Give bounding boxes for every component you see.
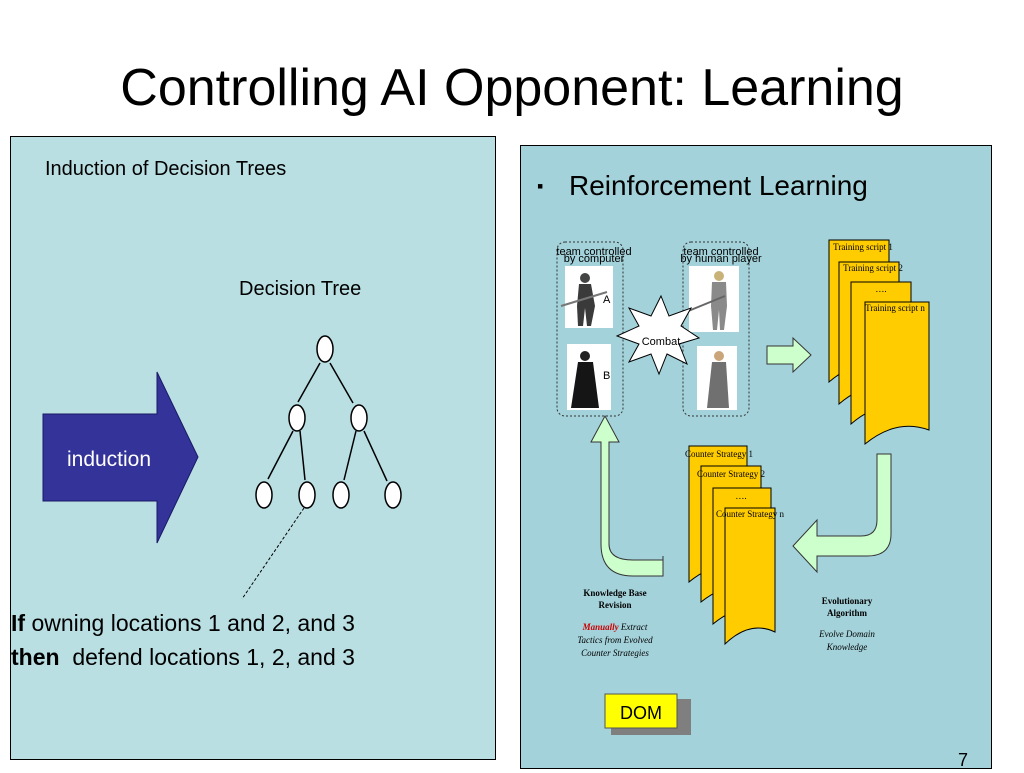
rule-then-keyword: then (11, 644, 60, 670)
kb-desc-emphasis: Manually (582, 622, 620, 632)
decision-tree-label: Decision Tree (239, 278, 361, 300)
tree-edges (241, 362, 388, 600)
tree-leaf-4 (384, 481, 402, 509)
computer-team-group (556, 241, 624, 417)
tree-leaf-3 (332, 481, 350, 509)
rule-if-line: If owning locations 1 and 2, and 3 (11, 610, 355, 636)
training-script-1: Training script 1 (833, 242, 893, 252)
arrow-to-training-scripts (766, 336, 812, 374)
counter-strategies-stack (688, 445, 776, 646)
right-heading: Reinforcement Learning (569, 170, 868, 201)
training-script-ellipsis: …. (875, 284, 886, 294)
reinforcement-learning-diagram: ▪ Reinforcement Learning team controlled… (537, 170, 968, 770)
induction-arrow: induction (42, 371, 199, 544)
right-panel: ▪ Reinforcement Learning team controlled… (520, 145, 992, 770)
tree-node-right (350, 404, 368, 432)
training-script-2: Training script 2 (843, 263, 903, 273)
kb-desc-line1: Manually Extract (582, 622, 648, 632)
slide-title: Controlling AI Opponent: Learning (120, 59, 904, 117)
team-human-line2: by human player (680, 253, 762, 265)
unit-b-label: B (603, 370, 610, 382)
ea-desc-line1: Evolve Domain (818, 629, 875, 639)
counter-strategy-n: Counter Strategy n (716, 509, 784, 519)
rule-if-keyword: If (11, 610, 25, 636)
rule-then-line: then defend locations 1, 2, and 3 (11, 644, 355, 670)
kb-title-line2: Revision (598, 600, 631, 610)
tree-leaf-2 (298, 481, 316, 509)
ea-title-line1: Evolutionary (822, 596, 873, 606)
counter-strategy-2: Counter Strategy 2 (697, 469, 765, 479)
left-panel: Induction of Decision Trees Decision Tre… (10, 136, 496, 760)
page-number: 7 (958, 750, 968, 768)
team-human-line1: team controlled (683, 246, 758, 258)
human-team-group (682, 241, 750, 417)
combat-label: Combat (642, 336, 681, 348)
counter-strategy-1: Counter Strategy 1 (685, 449, 753, 459)
training-scripts-stack (828, 239, 930, 446)
character-b-image (567, 344, 611, 410)
arrow-to-computer-team (590, 414, 664, 577)
left-heading: Induction of Decision Trees (45, 158, 286, 180)
team-computer-line2: by computer (564, 253, 625, 265)
training-script-n: Training script n (865, 303, 925, 313)
counter-strategy-ellipsis: …. (735, 491, 746, 501)
induction-label: induction (67, 448, 151, 471)
character-human-2-image (697, 346, 737, 410)
character-human-1-image (680, 266, 739, 332)
character-a-image (560, 266, 613, 328)
kb-title-line1: Knowledge Base (583, 588, 646, 598)
combat-starburst: Combat (615, 294, 701, 376)
dom-label: DOM (620, 703, 662, 723)
tree-leaf-1 (255, 481, 273, 509)
ea-title-line2: Algorithm (827, 608, 867, 618)
rule-then-text: defend locations 1, 2, and 3 (60, 644, 355, 670)
dom-box: DOM (604, 693, 691, 735)
kb-desc-rest: Extract (619, 622, 648, 632)
decision-tree-diagram: Induction of Decision Trees Decision Tre… (11, 158, 402, 670)
rule-if-text: owning locations 1 and 2, and 3 (25, 610, 355, 636)
unit-a-label: A (603, 294, 611, 306)
tree-node-root (316, 335, 334, 363)
kb-desc-line3: Counter Strategies (581, 648, 649, 658)
bullet-icon: ▪ (537, 176, 543, 196)
ea-desc-line2: Knowledge (826, 642, 868, 652)
arrow-to-counter-strategies (792, 453, 892, 574)
team-computer-line1: team controlled (556, 246, 631, 258)
kb-desc-line2: Tactics from Evolved (577, 635, 653, 645)
tree-node-left (288, 404, 306, 432)
